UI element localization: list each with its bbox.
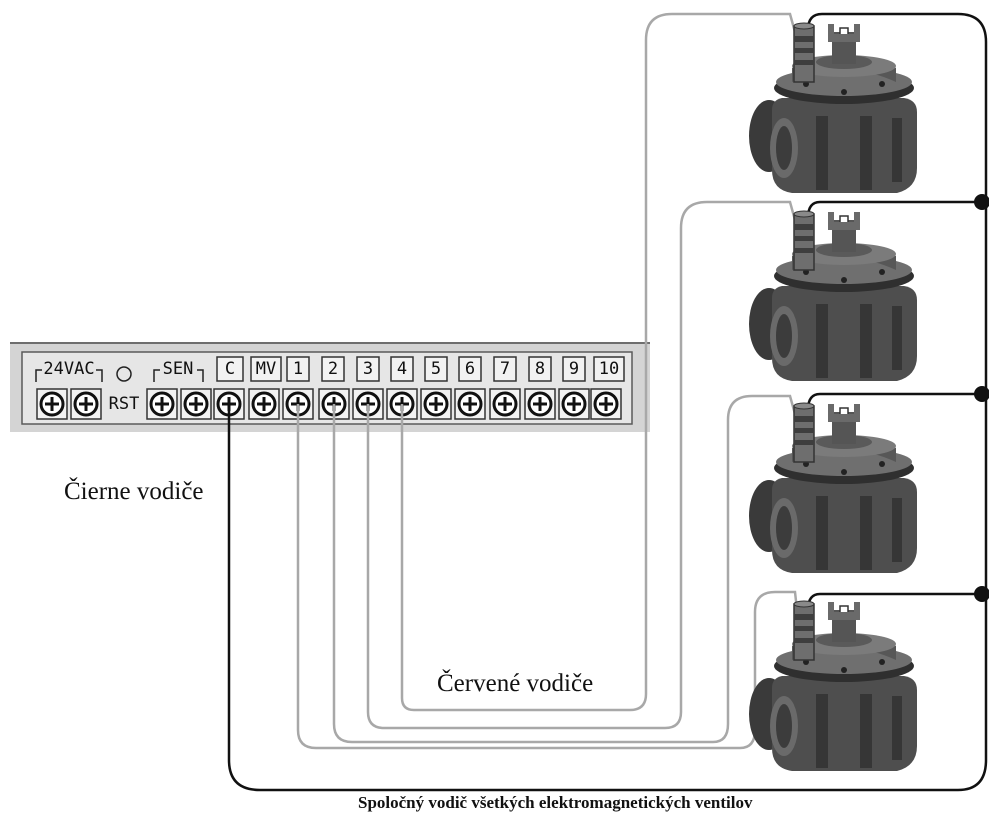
screw-terminal-icon[interactable] bbox=[524, 388, 556, 420]
black-wires-caption: Čierne vodiče bbox=[64, 478, 204, 505]
terminal-label-6: 6 bbox=[464, 359, 476, 379]
terminal-label-box bbox=[216, 356, 244, 382]
terminal-label-box bbox=[390, 356, 414, 382]
terminal-label-rst: RST bbox=[108, 394, 140, 414]
screw-terminal-icon[interactable] bbox=[36, 388, 68, 420]
terminal-label-1: 1 bbox=[292, 359, 304, 379]
terminal-label-sen: SEN bbox=[162, 359, 194, 379]
screw-terminal-icon[interactable] bbox=[420, 388, 452, 420]
screw-terminal-icon[interactable] bbox=[558, 388, 590, 420]
terminal-label-box bbox=[424, 356, 448, 382]
station-2-wire bbox=[332, 394, 797, 744]
terminal-label-10: 10 bbox=[598, 359, 620, 379]
solenoid-valve-icon bbox=[748, 402, 918, 574]
station-4-wire bbox=[400, 12, 797, 712]
terminal-label-9: 9 bbox=[568, 359, 580, 379]
red-wires-caption: Červené vodiče bbox=[437, 670, 594, 697]
screw-terminal-icon[interactable] bbox=[248, 388, 280, 420]
terminal-label-box bbox=[250, 356, 282, 382]
terminal-label-24vac: 24VAC bbox=[43, 359, 95, 379]
terminal-label-2: 2 bbox=[327, 359, 339, 379]
terminal-screws bbox=[36, 388, 622, 420]
terminal-label-box bbox=[593, 356, 625, 382]
common-wire-junctions bbox=[974, 194, 989, 602]
screw-terminal-icon[interactable] bbox=[489, 388, 521, 420]
reset-button-icon[interactable] bbox=[116, 366, 132, 382]
terminal-label-c: C bbox=[224, 359, 236, 379]
solenoid-valve-icon bbox=[748, 22, 918, 194]
terminal-label-box bbox=[528, 356, 552, 382]
screw-terminal-icon[interactable] bbox=[146, 388, 178, 420]
screw-terminal-icon[interactable] bbox=[180, 388, 212, 420]
terminal-label-3: 3 bbox=[362, 359, 374, 379]
terminal-label-box bbox=[356, 356, 380, 382]
terminal-label-box bbox=[321, 356, 345, 382]
terminal-label-box bbox=[286, 356, 310, 382]
terminal-label-box bbox=[562, 356, 586, 382]
terminal-strip bbox=[10, 342, 650, 432]
screw-terminal-icon[interactable] bbox=[590, 388, 622, 420]
terminal-label-7: 7 bbox=[499, 359, 511, 379]
screw-terminal-icon[interactable] bbox=[454, 388, 486, 420]
station-1-wire bbox=[296, 404, 799, 750]
terminal-label-boxes bbox=[216, 356, 625, 382]
solenoid-valve-icon bbox=[748, 210, 918, 382]
station-wires bbox=[296, 12, 799, 750]
terminal-label-box bbox=[493, 356, 517, 382]
station-3-wire bbox=[366, 200, 797, 730]
terminal-label-box bbox=[458, 356, 482, 382]
common-wire-caption: Spoločný vodič všetkých elektromagnetick… bbox=[358, 793, 753, 812]
screw-terminal-icon[interactable] bbox=[70, 388, 102, 420]
terminal-label-4: 4 bbox=[396, 359, 408, 379]
terminal-label-mv: MV bbox=[255, 359, 277, 379]
terminal-label-8: 8 bbox=[534, 359, 546, 379]
terminal-label-5: 5 bbox=[430, 359, 442, 379]
solenoid-valve-icon bbox=[748, 600, 918, 772]
